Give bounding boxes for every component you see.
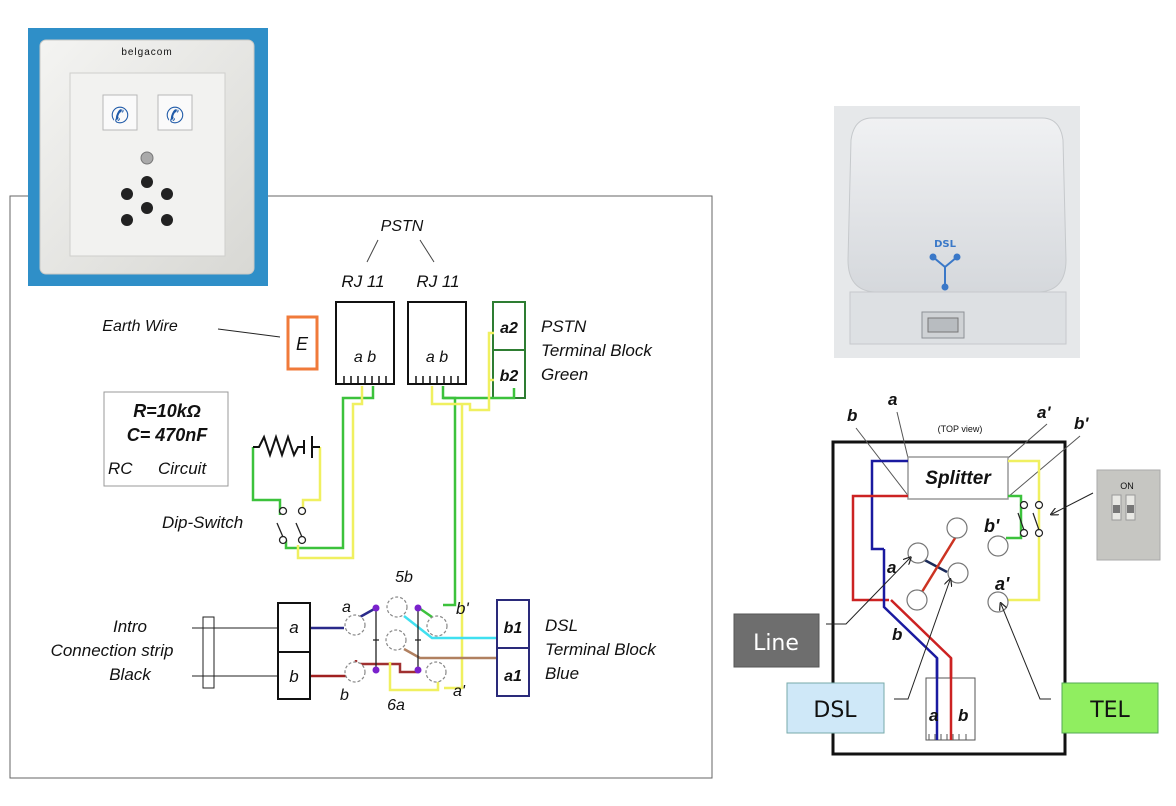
wall-socket-photo: belgacom ✆ ✆: [28, 28, 268, 286]
svg-text:RC: RC: [108, 459, 133, 478]
rj11-jack-2: a b: [407, 301, 467, 385]
svg-text:Circuit: Circuit: [158, 459, 207, 478]
tag-dsl: DSL: [786, 682, 885, 734]
dsl-block-label-3: Blue: [545, 664, 579, 683]
dip-switch-photo: ON: [1096, 469, 1161, 561]
intro-terminal-block: a b: [277, 602, 311, 700]
switch-label-a-prime: a': [453, 683, 466, 700]
intro-label-3: Black: [109, 665, 152, 684]
switch-levers: [373, 608, 421, 668]
wire-label-b-prime: b': [1074, 414, 1089, 433]
pstn-wires: [251, 331, 516, 690]
terminal-b: b: [289, 667, 298, 686]
conn-label-b: b: [958, 706, 968, 725]
terminal-a2: a2: [500, 320, 518, 337]
svg-text:E: E: [296, 334, 309, 354]
splitter-box: Splitter: [907, 456, 1009, 500]
svg-text:DSL: DSL: [813, 698, 857, 723]
rc-circuit-box: R=10kΩ C= 470nF RC Circuit: [103, 391, 229, 487]
switch-label-6a: 6a: [387, 697, 405, 714]
earth-pointer: [217, 328, 281, 338]
phone-icon: ✆: [102, 94, 138, 131]
earth-wire-label: Earth Wire: [102, 318, 178, 335]
svg-text:ON: ON: [1120, 481, 1134, 491]
rj11-label-2: RJ 11: [416, 272, 459, 291]
pstn-block-label-1: PSTN: [541, 317, 587, 336]
wire-label-b: b: [847, 406, 857, 425]
dsl-block-label-2: Terminal Block: [545, 640, 657, 659]
rc-capacitance: C= 470nF: [127, 425, 209, 445]
svg-text:✆: ✆: [166, 103, 184, 128]
pstn-block-label-3: Green: [541, 365, 588, 384]
rj11-pins-1: a b: [354, 349, 376, 366]
pstn-pointer-left: [366, 239, 379, 263]
inner-label-b-prime: b': [984, 516, 1000, 536]
switch-pivots: [372, 604, 422, 674]
dsl-block-label-1: DSL: [545, 616, 578, 635]
splitter-logo-text: DSL: [934, 239, 957, 250]
rj11-connector-bottom: a b: [925, 658, 976, 741]
wire-label-a: a: [888, 390, 897, 409]
switch-label-a: a: [342, 599, 351, 616]
socket-brand: belgacom: [121, 47, 172, 58]
switch-label-b-prime: b': [456, 599, 469, 618]
tag-line: Line: [733, 613, 820, 668]
socket-pin-holes: [121, 151, 173, 226]
conn-label-a: a: [929, 706, 938, 725]
dip-switch-symbol: [276, 506, 307, 545]
rj11-pins-2: a b: [426, 349, 448, 366]
rc-symbol: [253, 433, 320, 459]
pstn-block-label-2: Terminal Block: [541, 341, 653, 360]
svg-text:TEL: TEL: [1089, 698, 1130, 723]
right-dip-switch: [1017, 500, 1044, 538]
switch-label-5b: 5b: [395, 569, 413, 586]
terminal-b1: b1: [504, 620, 523, 637]
svg-text:Line: Line: [753, 631, 799, 656]
top-view-label: (TOP view): [938, 424, 983, 434]
earth-box: E: [286, 315, 319, 371]
terminal-a1: a1: [504, 668, 522, 685]
dsl-terminal-block: b1 a1: [496, 599, 530, 697]
tag-pointers: [826, 558, 1051, 700]
intro-label-1: Intro: [113, 617, 147, 636]
switch-wires: [311, 606, 497, 692]
pstn-terminal-block: a2 b2: [492, 301, 526, 399]
dip-switch-label: Dip-Switch: [162, 513, 243, 532]
phone-icon: ✆: [157, 94, 193, 131]
label-pointers: [855, 411, 1081, 499]
left-diagram-frame: [9, 195, 713, 779]
switch-contacts: [344, 596, 448, 683]
svg-text:Splitter: Splitter: [925, 468, 992, 489]
wire-label-a-prime: a': [1037, 403, 1051, 422]
tag-tel: TEL: [1061, 682, 1159, 734]
dip-photo-pointer: [1052, 492, 1094, 514]
inner-label-a-prime: a': [995, 574, 1010, 594]
inner-label-a: a: [887, 558, 896, 577]
terminal-b2: b2: [500, 368, 519, 385]
terminal-a: a: [289, 618, 298, 637]
intro-label-2: Connection strip: [51, 641, 174, 660]
splitter-logo-icon: [929, 253, 961, 291]
rj11-label-1: RJ 11: [341, 272, 384, 291]
rj11-jack-1: a b: [335, 301, 395, 385]
intro-strip-lines: [192, 616, 278, 689]
pstn-pointer-right: [419, 239, 435, 263]
pstn-title: PSTN: [381, 218, 424, 235]
inner-label-b: b: [892, 625, 902, 644]
splitter-photo: DSL: [834, 106, 1080, 358]
rc-resistance: R=10kΩ: [133, 401, 201, 421]
switch-label-b: b: [340, 687, 349, 704]
svg-text:✆: ✆: [111, 103, 129, 128]
